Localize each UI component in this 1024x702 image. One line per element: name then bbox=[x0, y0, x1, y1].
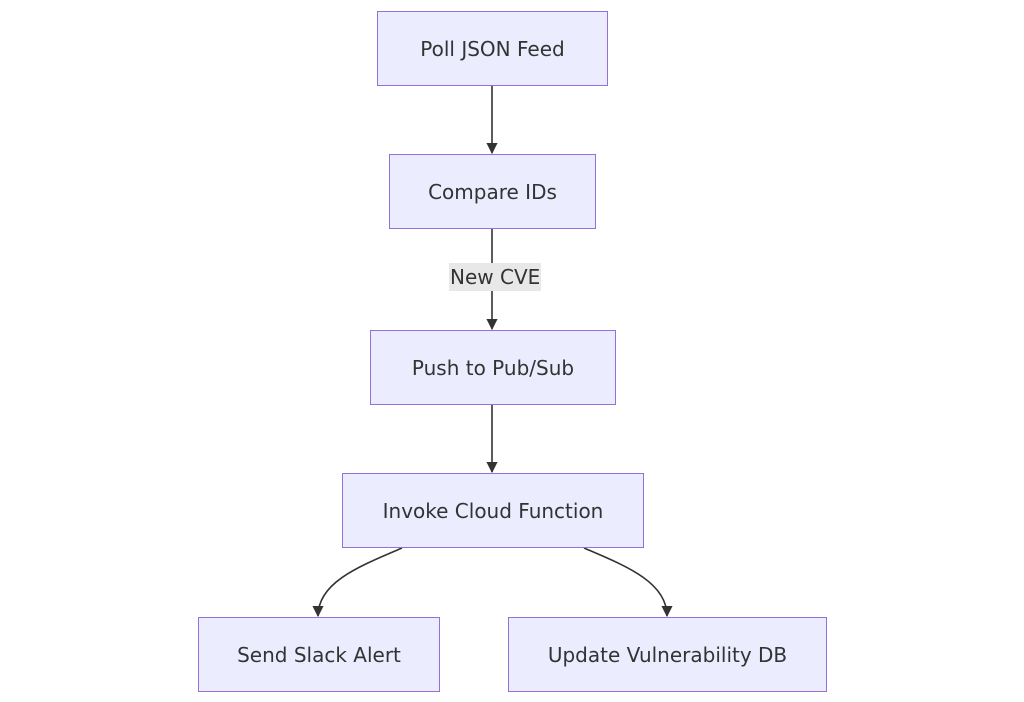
node-send-slack-alert: Send Slack Alert bbox=[198, 617, 440, 692]
node-push-to-pubsub: Push to Pub/Sub bbox=[370, 330, 616, 405]
node-compare-ids: Compare IDs bbox=[389, 154, 596, 229]
edge-invoke-to-slack bbox=[312, 547, 403, 618]
edge-invoke-to-vuln bbox=[583, 547, 673, 618]
node-label: Send Slack Alert bbox=[237, 642, 401, 667]
node-label: Push to Pub/Sub bbox=[411, 355, 575, 380]
node-poll-json-feed: Poll JSON Feed bbox=[377, 11, 608, 86]
edge-label-new-cve: New CVE bbox=[449, 263, 542, 291]
node-label: Invoke Cloud Function bbox=[382, 498, 604, 523]
node-label: Update Vulnerability DB bbox=[547, 642, 788, 667]
node-invoke-cloud-function: Invoke Cloud Function bbox=[342, 473, 644, 548]
node-label: Compare IDs bbox=[428, 179, 557, 204]
node-label: Poll JSON Feed bbox=[420, 36, 565, 61]
node-update-vulnerability-db: Update Vulnerability DB bbox=[508, 617, 827, 692]
